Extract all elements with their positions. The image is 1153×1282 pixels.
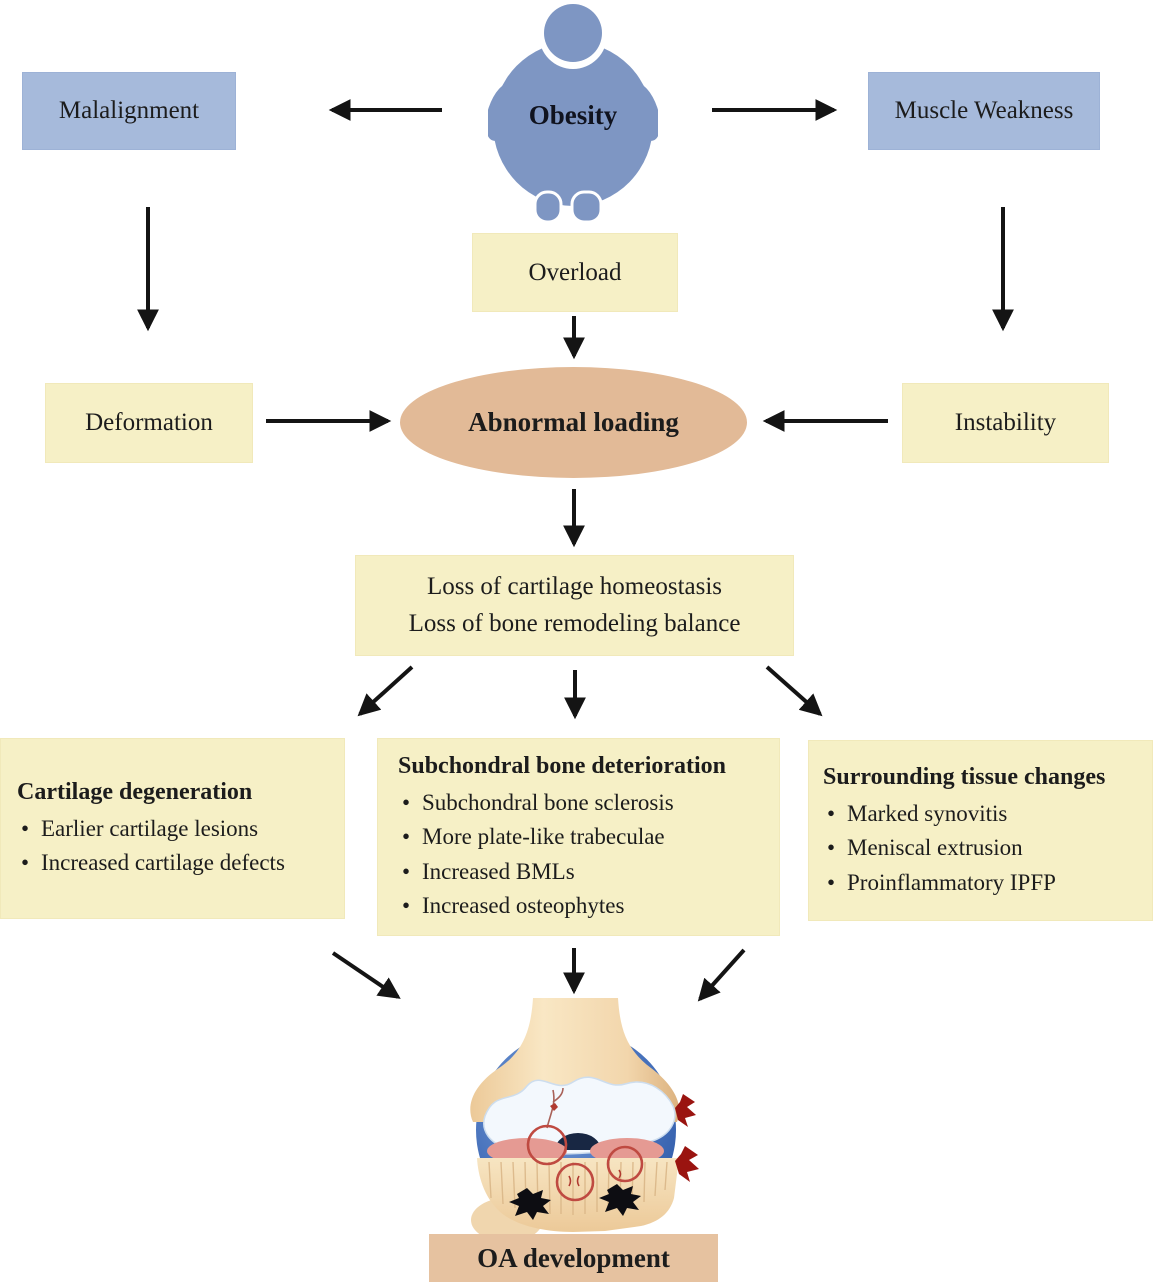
micro-fracture-marks [568, 1169, 622, 1187]
list-item: Increased BMLs [398, 855, 767, 890]
cartilage-degeneration-heading: Cartilage degeneration [17, 779, 253, 806]
node-overload: Overload [472, 233, 678, 312]
node-instability-label: Instability [954, 409, 1057, 436]
arrow-loss-to-cartilage-degeneration [357, 665, 414, 717]
list-item: Meniscal extrusion [823, 831, 1140, 866]
node-surrounding-tissue-changes: Surrounding tissue changes Marked synovi… [808, 740, 1153, 921]
list-item: Increased cartilage defects [17, 846, 332, 881]
obese-person-icon [488, 4, 658, 224]
bone-marrow-lesion-right [599, 1184, 641, 1216]
node-malalignment: Malalignment [22, 72, 236, 150]
list-item: Proinflammatory IPFP [823, 866, 1140, 901]
cartilage-degeneration-list: Earlier cartilage lesions Increased cart… [17, 812, 332, 881]
node-deformation: Deformation [45, 383, 253, 463]
node-instability: Instability [902, 383, 1109, 463]
node-deformation-label: Deformation [85, 409, 213, 436]
arrow-surrounding-to-knee [697, 948, 746, 1002]
surrounding-list: Marked synovitis Meniscal extrusion Proi… [823, 797, 1140, 901]
node-subchondral-bone-deterioration: Subchondral bone deterioration Subchondr… [377, 738, 780, 936]
list-item: More plate-like trabeculae [398, 820, 767, 855]
list-item: Earlier cartilage lesions [17, 812, 332, 847]
loss-line-1: Loss of cartilage homeostasis [426, 573, 723, 601]
crack-fleck [550, 1103, 558, 1111]
inflamed-meniscus-left [487, 1138, 567, 1164]
node-malalignment-label: Malalignment [58, 97, 200, 124]
node-oa-development: OA development [429, 1234, 718, 1282]
node-oa-development-label: OA development [477, 1242, 670, 1273]
osteoarthritic-knee-illustration [470, 998, 699, 1235]
subchondral-heading: Subchondral bone deterioration [398, 753, 727, 780]
osteophyte-lower [675, 1146, 699, 1182]
node-abnormal-loading-label: Abnormal loading [468, 407, 679, 438]
subchondral-list: Subchondral bone sclerosis More plate-li… [398, 786, 767, 924]
node-muscle-weakness-label: Muscle Weakness [894, 97, 1074, 124]
list-item: Increased osteophytes [398, 889, 767, 924]
loss-line-2: Loss of bone remodeling balance [408, 609, 741, 637]
arrow-loss-to-surrounding [765, 665, 823, 717]
node-overload-label: Overload [528, 258, 622, 286]
node-cartilage-degeneration: Cartilage degeneration Earlier cartilage… [0, 738, 345, 919]
arrow-cartilage-to-knee [331, 951, 401, 999]
osteophyte-upper [675, 1094, 696, 1127]
list-item: Subchondral bone sclerosis [398, 786, 767, 821]
node-obesity-label: Obesity [528, 100, 618, 130]
list-item: Marked synovitis [823, 797, 1140, 832]
node-abnormal-loading: Abnormal loading [400, 367, 747, 478]
tibia-bone [477, 1158, 679, 1232]
surrounding-heading: Surrounding tissue changes [823, 763, 1106, 790]
node-loss-of-homeostasis: Loss of cartilage homeostasis Loss of bo… [355, 555, 794, 656]
node-muscle-weakness: Muscle Weakness [868, 72, 1100, 150]
bone-marrow-lesion-left [509, 1188, 551, 1220]
lesion-highlight-circles [526, 1124, 644, 1202]
